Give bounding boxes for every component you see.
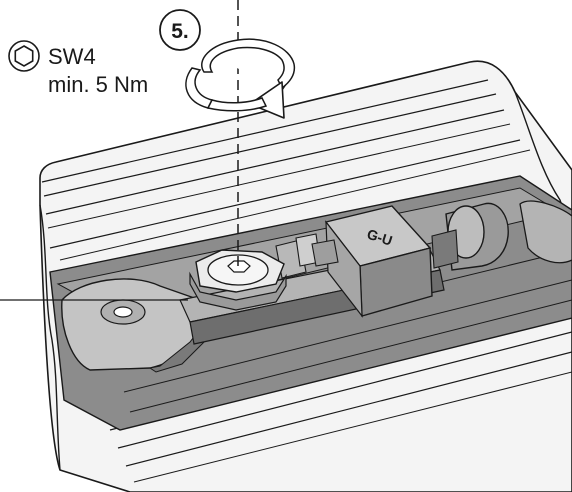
rotation-arrow-head [249,81,285,119]
profile-edge-1 [41,79,489,183]
profile-edge-4 [47,123,511,229]
profile-edge-2 [43,93,497,197]
hex-socket-icon [8,40,40,72]
roller-assembly [431,200,572,271]
profile-edge-9 [125,351,572,467]
torque-label: min. 5 Nm [48,72,148,97]
rotation-arrow-tail [206,97,268,112]
rotation-arrow-front [185,67,214,109]
tool-spec: SW4 min. 5 Nm [8,40,148,97]
profile-edge-3 [45,109,505,215]
profile-break-left [39,204,61,471]
profile-edge-6 [59,149,531,261]
lock-housing: G-U [275,205,433,318]
step-badge-circle [159,9,201,51]
slide-plate [61,278,207,373]
tool-size-label: SW4 [48,44,96,69]
rotation-arrow-icon [185,38,296,119]
plate-hole-inner [113,306,133,318]
roller-axle [431,229,459,269]
profile-edge-10 [133,371,572,483]
end-cap-block [519,200,572,264]
hex-nut-screw [189,249,287,311]
socket-hex-recess [227,260,251,273]
housing-marking: G-U [365,226,394,249]
channel-rail-3 [129,299,572,413]
nut-side [189,271,287,311]
step-number: 5. [171,20,189,43]
profile-edge-8 [117,331,572,449]
latch-finger-3 [311,239,339,267]
profile-edge-5 [49,139,521,249]
channel-rail-2 [123,279,572,393]
step-badge: 5. [159,9,201,51]
